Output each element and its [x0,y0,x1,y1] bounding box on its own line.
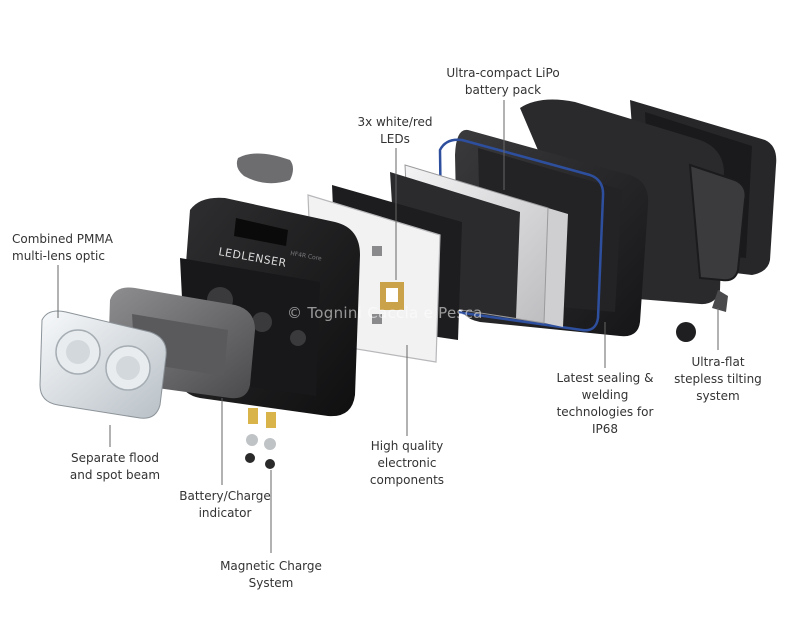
label-flood-spot-beam: Separate flood and spot beam [69,451,161,482]
label-tilting-system: Ultra-flat stepless tilting system [674,355,762,403]
lens-optic [39,310,167,419]
label-lipo-battery: Ultra-compact LiPo battery pack [446,66,560,97]
top-button-cap [236,153,293,184]
label-leds: 3x white/red LEDs [357,115,433,146]
label-combined-optic: Combined PMMA multi-lens optic [12,232,113,263]
watermark: © Tognini Caccia e Pesca [287,304,483,322]
label-battery-indicator: Battery/Charge indicator [179,489,271,520]
label-sealing: Latest sealing & welding technologies fo… [556,371,654,436]
tilt-knob [676,322,696,342]
label-magnetic-charge: Magnetic Charge System [220,559,322,590]
charge-contacts [245,408,276,469]
leader-lines [57,100,719,553]
label-electronic-components: High quality electronic components [369,439,445,487]
